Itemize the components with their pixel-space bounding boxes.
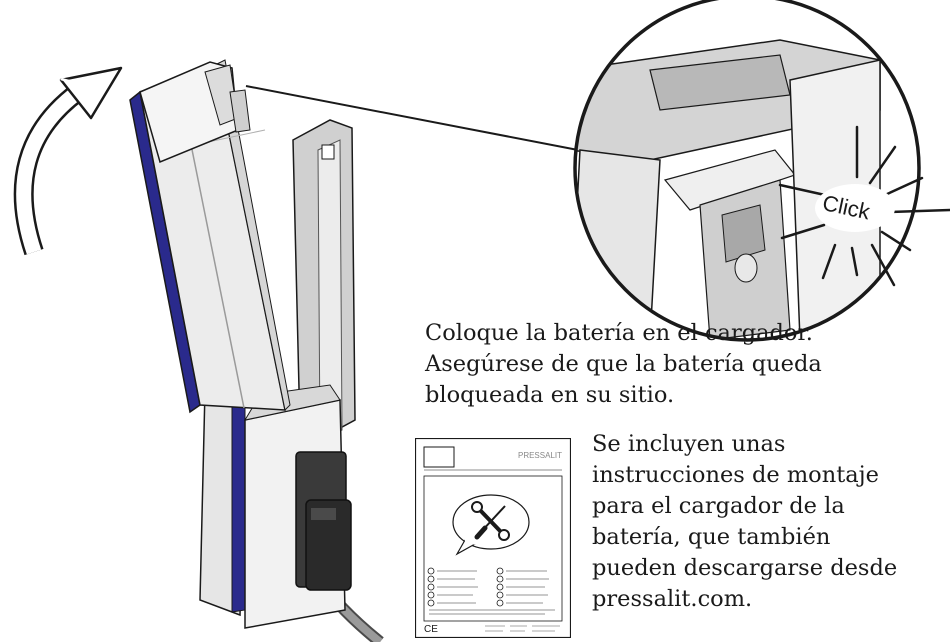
battery-pack (129, 59, 291, 414)
manual-brand: PRESSALIT (518, 451, 562, 460)
instruction-line: bloqueada en su sitio. (425, 382, 675, 408)
manual-note-text: Se incluyen unas instrucciones de montaj… (592, 429, 942, 615)
manual-ce-mark: CE (424, 624, 438, 635)
manual-note-line: instrucciones de montaje (592, 462, 879, 488)
manual-note-line: para el cargador de la (592, 493, 845, 519)
instruction-line: Asegúrese de que la batería queda (425, 351, 822, 377)
manual-note-line: pressalit.com. (592, 586, 753, 612)
manual-note-line: batería, que también (592, 524, 831, 550)
instruction-text: Coloque la batería en el cargador. Asegú… (425, 318, 845, 411)
click-burst-icon (778, 125, 950, 287)
charger-base (199, 379, 352, 629)
manual-thumbnail: PRESSALIT CE (415, 438, 571, 638)
zoom-callout: Click (573, 0, 950, 342)
manual-note-line: pueden descargarse desde (592, 555, 898, 581)
manual-note-line: Se incluyen unas (592, 431, 786, 457)
callout-leader-line (245, 85, 579, 151)
wall-plate (292, 119, 356, 441)
rotation-arrow-icon (13, 66, 123, 256)
wrench-screwdriver-icon (452, 494, 530, 556)
instruction-line: Coloque la batería en el cargador. (425, 320, 813, 346)
